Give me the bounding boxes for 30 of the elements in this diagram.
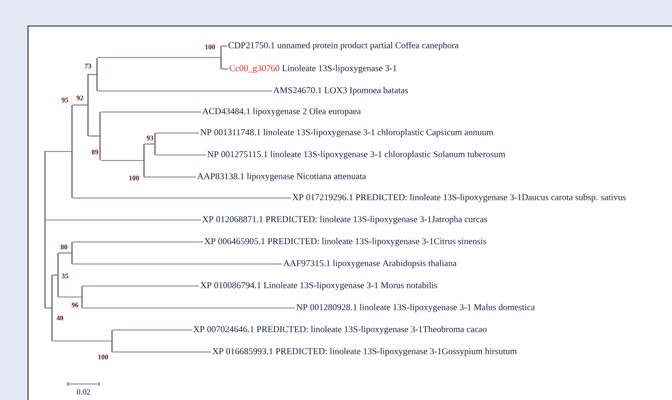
sequence-label: NP 001275115.1 linoleate 13S-lipoxygenase 3-1 chloroplastic Solanum tuberosum	[207, 150, 506, 160]
sequence-label: XP 017219296.1 PREDICTED: linoleate 13S-lipoxygenase 3-1Daucus carota subsp. sativus	[292, 194, 626, 202]
sequence-label: ACD43484.1 lipoxygenase 2 Olea europaea	[202, 108, 361, 116]
branch-line	[72, 104, 88, 106]
sequence-label: AAP83138.1 lipoxygenase Nicotiana attenuata	[197, 172, 366, 182]
branch-line	[52, 340, 112, 342]
sequence-label: XP 007024646.1 PREDICTED: linoleate 13S-lipoxygenase 3-1Theobroma cacao	[193, 326, 487, 334]
branch-line	[97, 57, 221, 58]
branch-line	[58, 296, 82, 298]
branch-line	[88, 74, 97, 75]
branch-line	[155, 132, 200, 134]
branch-line	[221, 68, 228, 70]
sequence-label: XP 016685993.1 PREDICTED: linoleate 13S-lipoxygenase 3-1Gossypium hirsutum	[212, 348, 517, 356]
sequence-label: XP 006465905.1 PREDICTED: linoleate 13S-lipoxygenase 3-1Citrus sinensis	[204, 238, 486, 246]
sequence-label: XP 010086794.1 Linoleate 13S-lipoxygenase 3-1 Morus notabilis	[200, 282, 438, 290]
branch-line	[100, 160, 144, 161]
branch-line	[45, 151, 72, 152]
sequence-label: NP 001280928.1 linoleate 13S-lipoxygenase 3-1 Malus domestica	[296, 304, 535, 312]
sequence-label: Cc00_g30760 Linoleate 13S-lipoxygenase 3-1	[230, 64, 396, 74]
branch-line	[58, 252, 72, 254]
sequence-label: XP 012068871.1 PREDICTED: linoleate 13S-lipoxygenase 3-1Jatropha curcas	[202, 216, 488, 224]
sequence-label: AAF97315.1 lipoxygenase Arabidopsis thaliana	[283, 260, 457, 268]
sequence-label: AMS24670.1 LOX3 Ipomoea batatas	[273, 86, 408, 96]
branch-line	[52, 274, 58, 276]
sequence-label: NP 001311748.1 linoleate 13S-lipoxygenase 3-1 chloroplastic Capsicum annuum	[200, 128, 494, 138]
sequence-label: CDP21750.1 unnamed protein product partial Coffea canephora	[228, 42, 459, 50]
branch-line	[155, 154, 206, 156]
branch-line	[144, 176, 196, 178]
scale-label: 0.02	[76, 389, 90, 395]
branch-line	[97, 90, 272, 92]
